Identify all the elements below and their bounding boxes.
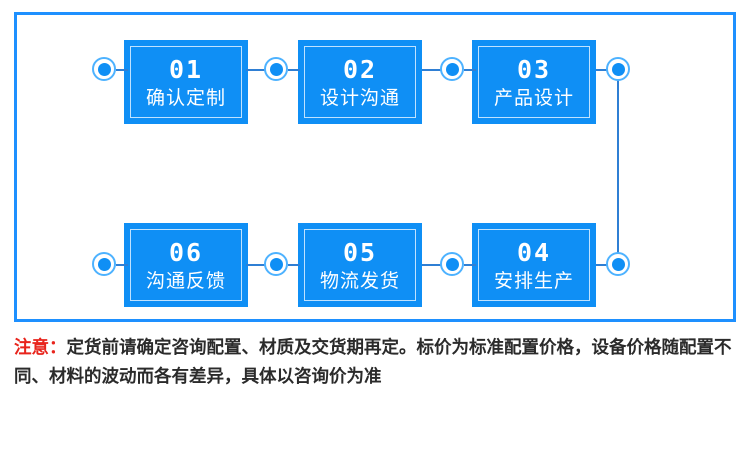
step-number: 02 xyxy=(342,54,378,84)
node-circle-end-bottom xyxy=(92,252,116,276)
step-box-04[interactable]: 04 安排生产 xyxy=(472,223,596,307)
connector-step1-to-node2 xyxy=(246,69,268,71)
step-label: 沟通反馈 xyxy=(145,269,226,292)
connector-step2-to-node3 xyxy=(422,69,444,71)
connector-node5-to-step4 xyxy=(596,264,608,266)
node-circle-corner-bottom-right xyxy=(606,252,630,276)
step-label: 物流发货 xyxy=(319,269,400,292)
step-box-06[interactable]: 06 沟通反馈 xyxy=(124,223,248,307)
notice-body: 定货前请确定咨询配置、材质及交货期再定。标价为标准配置价格，设备价格随配置不同、… xyxy=(14,338,732,387)
connector-left-to-step1 xyxy=(116,69,128,71)
step-number: 05 xyxy=(342,237,378,267)
connector-vertical-right xyxy=(617,80,619,256)
step-number: 06 xyxy=(168,237,204,267)
node-circle-corner-top-right xyxy=(606,57,630,81)
connector-node6-to-step5 xyxy=(422,264,444,266)
step-label: 产品设计 xyxy=(493,86,574,109)
step-box-03[interactable]: 03 产品设计 xyxy=(472,40,596,124)
step-number: 01 xyxy=(168,54,204,84)
connector-step5-to-node7 xyxy=(288,264,300,266)
step-label: 安排生产 xyxy=(493,269,574,292)
step-box-02[interactable]: 02 设计沟通 xyxy=(298,40,422,124)
node-circle-between-5-6 xyxy=(264,252,288,276)
connector-step4-to-node6 xyxy=(464,264,476,266)
step-box-01[interactable]: 01 确认定制 xyxy=(124,40,248,124)
step-label: 设计沟通 xyxy=(319,86,400,109)
notice-text: 注意：定货前请确定咨询配置、材质及交货期再定。标价为标准配置价格，设备价格随配置… xyxy=(14,334,740,392)
step-number: 04 xyxy=(516,237,552,267)
connector-step6-to-left xyxy=(116,264,128,266)
node-circle-between-4-5 xyxy=(440,252,464,276)
node-circle-between-2-3 xyxy=(440,57,464,81)
node-circle-between-1-2 xyxy=(264,57,288,81)
connector-node2-to-step2 xyxy=(288,69,300,71)
connector-node3-to-step3 xyxy=(464,69,476,71)
node-circle-start-top xyxy=(92,57,116,81)
step-number: 03 xyxy=(516,54,552,84)
step-box-05[interactable]: 05 物流发货 xyxy=(298,223,422,307)
connector-step3-to-node4 xyxy=(596,69,608,71)
notice-label: 注意： xyxy=(14,338,67,358)
connector-node7-to-step6 xyxy=(246,264,268,266)
step-label: 确认定制 xyxy=(145,86,226,109)
